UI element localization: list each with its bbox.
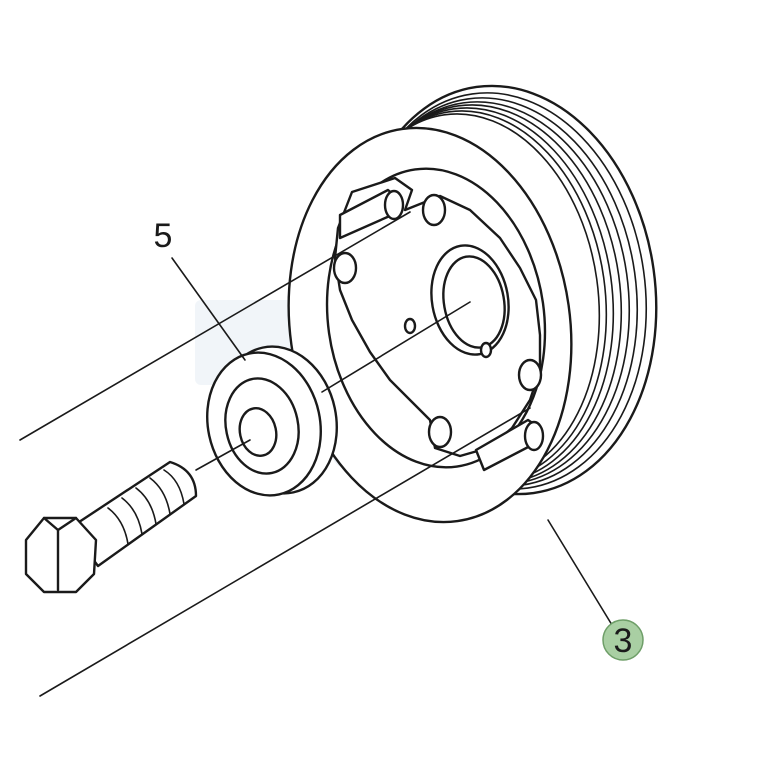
part-label-5: 5 [154, 217, 246, 361]
part-callout-3: 3 [547, 519, 644, 661]
leader-line-5 [171, 257, 246, 361]
washer [206, 345, 338, 497]
bolt [24, 460, 198, 594]
part-number-3: 3 [614, 622, 633, 660]
leader-line-3 [547, 519, 613, 626]
crankshaft-pulley [287, 84, 658, 524]
callout-badge [602, 619, 644, 661]
part-number-5: 5 [154, 217, 173, 255]
assembly-guide-lines [19, 211, 531, 697]
